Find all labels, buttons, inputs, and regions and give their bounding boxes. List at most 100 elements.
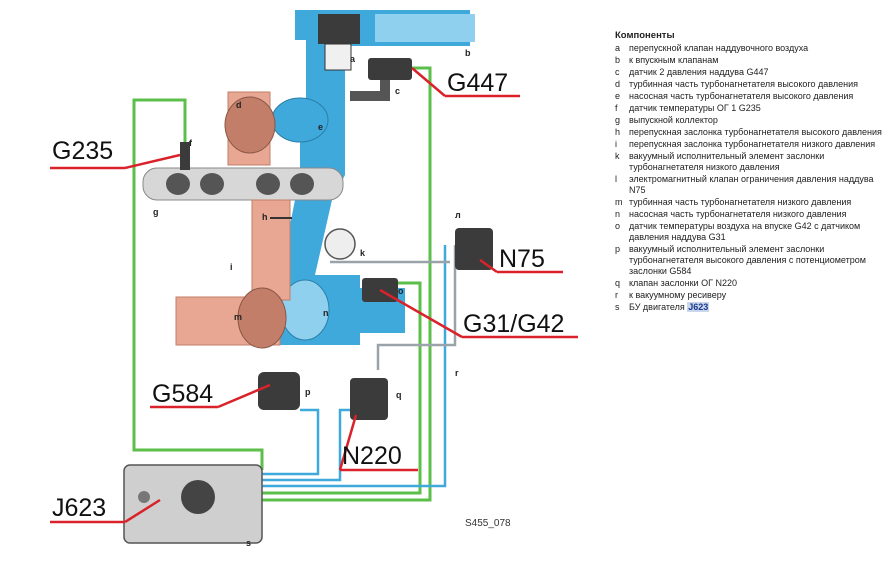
legend-key: n <box>615 209 621 219</box>
legend-text-body: вакуумный исполнительный элемент заслонк… <box>629 244 866 276</box>
letter-g: g <box>153 207 159 217</box>
legend-text: электромагнитный клапан ограничения давл… <box>629 174 890 196</box>
pipe-c <box>350 80 390 101</box>
manifold-port-3 <box>256 173 280 195</box>
lp-turbine-m <box>237 287 287 349</box>
legend-item: r к вакуумному ресиверу <box>615 290 890 301</box>
legend-key: s <box>615 302 620 312</box>
spring-a <box>324 43 352 71</box>
letter-d: d <box>236 100 242 110</box>
legend-item: e насосная часть турбонагнетателя высоког… <box>615 91 890 102</box>
legend-key: d <box>615 79 621 89</box>
letter-f: f <box>189 138 193 148</box>
blue-wiring <box>262 245 447 488</box>
leader-g235 <box>124 153 181 170</box>
legend-key: m <box>615 197 623 207</box>
intake-pipe-b <box>375 14 475 42</box>
manifold-port-2 <box>200 173 224 195</box>
leader-g584 <box>217 383 271 409</box>
letter-l: л <box>455 210 461 220</box>
letter-n: n <box>323 308 329 318</box>
leader-j623 <box>124 498 161 524</box>
legend-item: d турбинная часть турбонагнетателя высоко… <box>615 79 890 90</box>
letter-e: e <box>318 122 323 132</box>
legend-list: a перепускной клапан наддувочного воздуха… <box>615 43 890 313</box>
air-intake <box>271 10 475 345</box>
actuator-g584-p <box>258 372 300 410</box>
legend-text-body: клапан заслонки ОГ N220 <box>629 278 737 288</box>
ecu-logo-icon <box>181 480 215 514</box>
legend-text-body: турбинная часть турбонагнетателя низкого… <box>629 197 852 207</box>
legend-text: перепускная заслонка турбонагнетателя ни… <box>629 139 890 150</box>
leader-n220 <box>338 414 358 471</box>
vacuum-lines <box>330 245 457 370</box>
legend-text: вакуумный исполнительный элемент заслонк… <box>629 244 890 277</box>
callout-n75: N75 <box>499 245 545 273</box>
sensor-g235-f <box>180 142 190 170</box>
legend-text-body: перепускная заслонка турбонагнетателя ни… <box>629 139 876 149</box>
legend-key: a <box>615 43 621 53</box>
legend-text-body: перепускной клапан наддувочного воздуха <box>629 43 809 53</box>
component-letters: a b c d e f g h i k л m n o p q r s <box>153 48 471 548</box>
components-legend: Компоненты a перепускной клапан наддувочн… <box>615 30 890 314</box>
legend-text: клапан заслонки ОГ N220 <box>629 278 890 289</box>
legend-text: датчик температуры ОГ 1 G235 <box>629 103 890 114</box>
bypass-valve-a <box>318 14 360 44</box>
sensor-g447-c <box>368 58 412 80</box>
letter-i: i <box>230 262 233 272</box>
callout-g447: G447 <box>447 69 508 97</box>
legend-text: БУ двигателя J623 <box>629 302 890 313</box>
legend-text-body: к вакуумному ресиверу <box>629 290 727 300</box>
legend-text: насосная часть турбонагнетателя высокого… <box>629 91 890 102</box>
legend-text-body: турбинная часть турбонагнетателя высоког… <box>629 79 858 89</box>
legend-text: перепускной клапан наддувочного воздуха <box>629 43 890 54</box>
exhaust-system <box>142 91 344 349</box>
letter-h: h <box>262 212 268 222</box>
callout-j623: J623 <box>52 494 106 522</box>
wire-n75 <box>262 245 447 488</box>
legend-key: b <box>615 55 621 65</box>
legend-title: Компоненты <box>615 30 675 41</box>
hp-turbine-d <box>224 96 276 154</box>
legend-text-body: БУ двигателя <box>629 302 685 312</box>
manifold-port-4 <box>290 173 314 195</box>
callout-g31-g42: G31/G42 <box>463 310 564 338</box>
wire-n220 <box>262 408 350 482</box>
letter-o: o <box>398 286 404 296</box>
legend-item: m турбинная часть турбонагнетателя низког… <box>615 197 890 208</box>
legend-text-body: датчик температуры воздуха на впуске G42… <box>629 221 861 242</box>
letter-c: c <box>395 86 400 96</box>
legend-key: r <box>615 290 618 300</box>
letter-r: r <box>455 368 459 378</box>
leader-g31-g42 <box>379 288 463 339</box>
legend-key: e <box>615 91 621 101</box>
wire-g447 <box>262 66 432 502</box>
green-wiring <box>132 66 432 502</box>
legend-key: h <box>615 127 621 137</box>
callout-labels: G447 G235 N75 G31/G42 G584 N220 J623 <box>52 69 564 522</box>
legend-key: f <box>615 103 618 113</box>
legend-text-body: электромагнитный клапан ограничения давл… <box>629 174 874 195</box>
legend-text-body: датчик 2 давления наддува G447 <box>629 67 769 77</box>
letter-m: m <box>234 312 242 322</box>
legend-text: датчик 2 давления наддува G447 <box>629 67 890 78</box>
valve-n220-q <box>350 378 388 420</box>
leader-g447 <box>411 67 446 97</box>
callout-n220: N220 <box>342 442 402 470</box>
legend-key: c <box>615 67 620 77</box>
letter-q: q <box>396 390 402 400</box>
letter-p: p <box>305 387 311 397</box>
legend-text: турбинная часть турбонагнетателя высоког… <box>629 79 890 90</box>
hp-compressor-e <box>271 97 329 143</box>
legend-key: p <box>615 244 621 254</box>
figure-code: S455_078 <box>465 518 511 529</box>
legend-item: f датчик температуры ОГ 1 G235 <box>615 103 890 114</box>
legend-text: выпускной коллектор <box>629 115 890 126</box>
legend-item: s БУ двигателя J623 <box>615 302 890 313</box>
